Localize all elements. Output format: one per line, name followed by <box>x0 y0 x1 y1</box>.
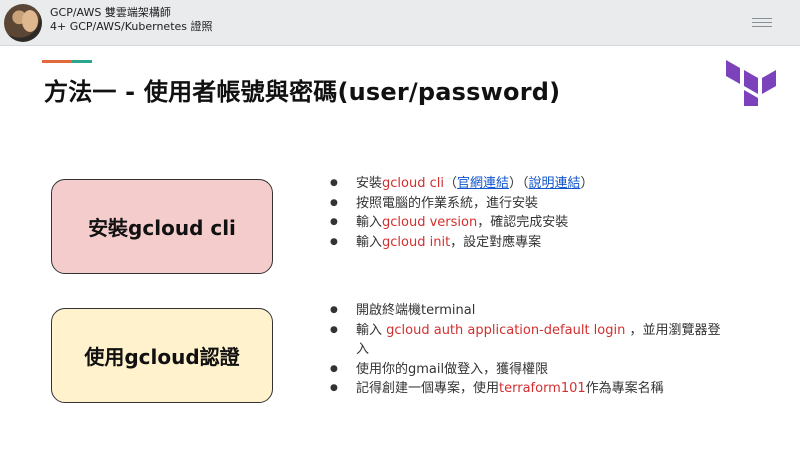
channel-info: GCP/AWS 雙雲端架構師 4+ GCP/AWS/Kubernetes 證照 <box>50 6 213 34</box>
avatar[interactable] <box>4 4 42 42</box>
list-item: 輸入 gcloud auth application-default login… <box>330 321 730 360</box>
hamburger-menu-icon[interactable] <box>752 18 772 30</box>
list-item: 開啟終端機terminal <box>330 301 730 321</box>
list-item: 記得創建一個專案，使用terraform101作為專案名稱 <box>330 379 730 399</box>
channel-title: GCP/AWS 雙雲端架構師 <box>50 6 171 19</box>
list-item: 安裝gcloud cli（官網連結）（說明連結） <box>330 174 750 194</box>
list-item: 輸入gcloud version，確認完成安裝 <box>330 213 750 233</box>
terraform-logo-icon <box>726 60 776 106</box>
channel-subtitle: 4+ GCP/AWS/Kubernetes 證照 <box>50 20 213 33</box>
official-site-link[interactable]: 官網連結 <box>457 176 510 191</box>
gcloud-auth-box: 使用gcloud認證 <box>51 308 273 403</box>
docs-link[interactable]: 說明連結 <box>528 176 581 191</box>
top-bar: GCP/AWS 雙雲端架構師 4+ GCP/AWS/Kubernetes 證照 <box>0 0 800 46</box>
install-steps-list: 安裝gcloud cli（官網連結）（說明連結） 按照電腦的作業系統，進行安裝 … <box>330 174 750 252</box>
auth-steps-list: 開啟終端機terminal 輸入 gcloud auth application… <box>330 301 730 399</box>
list-item: 按照電腦的作業系統，進行安裝 <box>330 194 750 214</box>
install-gcloud-box: 安裝gcloud cli <box>51 179 273 274</box>
slide-title: 方法一 - 使用者帳號與密碼(user/password) <box>44 78 561 106</box>
title-accent-bar <box>42 60 92 63</box>
list-item: 使用你的gmail做登入，獲得權限 <box>330 360 730 380</box>
list-item: 輸入gcloud init，設定對應專案 <box>330 233 750 253</box>
